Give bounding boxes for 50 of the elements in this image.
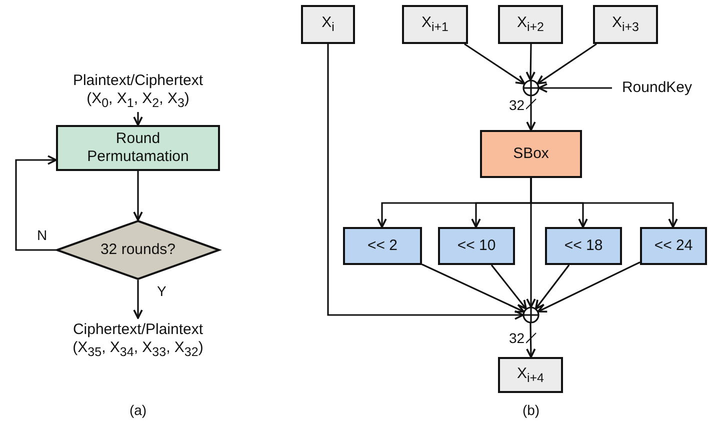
input-box xyxy=(402,5,468,44)
arrow xyxy=(526,44,536,81)
panel-caption: (a) xyxy=(129,402,147,418)
text-label: Plaintext/Ciphertext xyxy=(72,72,204,90)
edge-label: Y xyxy=(156,284,168,298)
output-box xyxy=(498,357,563,393)
node-label: X$_{i}$ xyxy=(322,14,334,35)
edge-label: 32 xyxy=(508,331,526,345)
process-box xyxy=(56,125,220,171)
arrow xyxy=(536,43,597,84)
sbox-box xyxy=(480,130,582,178)
input-box xyxy=(498,5,563,44)
arrow xyxy=(490,264,527,310)
text-label: Ciphertext/Plaintext xyxy=(72,320,204,338)
arrow xyxy=(133,280,143,319)
input-box xyxy=(301,5,355,44)
node-label: X$_{i+4}$ xyxy=(516,364,544,386)
text-label: (X$_{0}$, X$_{1}$, X$_{2}$, X$_{3}$) xyxy=(86,90,190,110)
input-box xyxy=(593,5,658,44)
shift-box xyxy=(545,227,622,265)
node-label: << 10 xyxy=(457,237,496,255)
text-label: RoundKey xyxy=(622,79,692,97)
arrow xyxy=(464,43,526,84)
shift-box xyxy=(343,227,422,265)
node-label: 32 rounds? xyxy=(100,241,176,259)
arrow xyxy=(526,96,536,131)
node-label: X$_{i+3}$ xyxy=(612,14,640,35)
node-label: X$_{i+2}$ xyxy=(516,14,544,35)
node-label: << 24 xyxy=(654,237,693,255)
node-label: Round Permutamation xyxy=(86,130,190,166)
shift-box xyxy=(438,227,515,265)
text-label: (X$_{35}$, X$_{34}$, X$_{33}$, X$_{32}$) xyxy=(72,338,204,360)
node-label: SBox xyxy=(513,145,549,163)
panel-caption: (b) xyxy=(522,402,540,418)
edge-label: 32 xyxy=(508,98,526,112)
arrow xyxy=(327,44,524,320)
arrow xyxy=(538,83,612,93)
arrow xyxy=(422,264,525,313)
arrow xyxy=(526,322,536,358)
node-label: << 18 xyxy=(564,237,603,255)
arrow xyxy=(15,155,57,251)
arrow xyxy=(537,262,640,313)
node-label: X$_{i+1}$ xyxy=(421,14,449,35)
shift-box xyxy=(640,227,707,265)
arrow xyxy=(133,112,143,126)
edge-label: N xyxy=(36,228,48,242)
arrow xyxy=(526,178,536,308)
arrow xyxy=(133,171,143,221)
arrow xyxy=(534,264,570,310)
node-label: << 2 xyxy=(367,237,398,255)
